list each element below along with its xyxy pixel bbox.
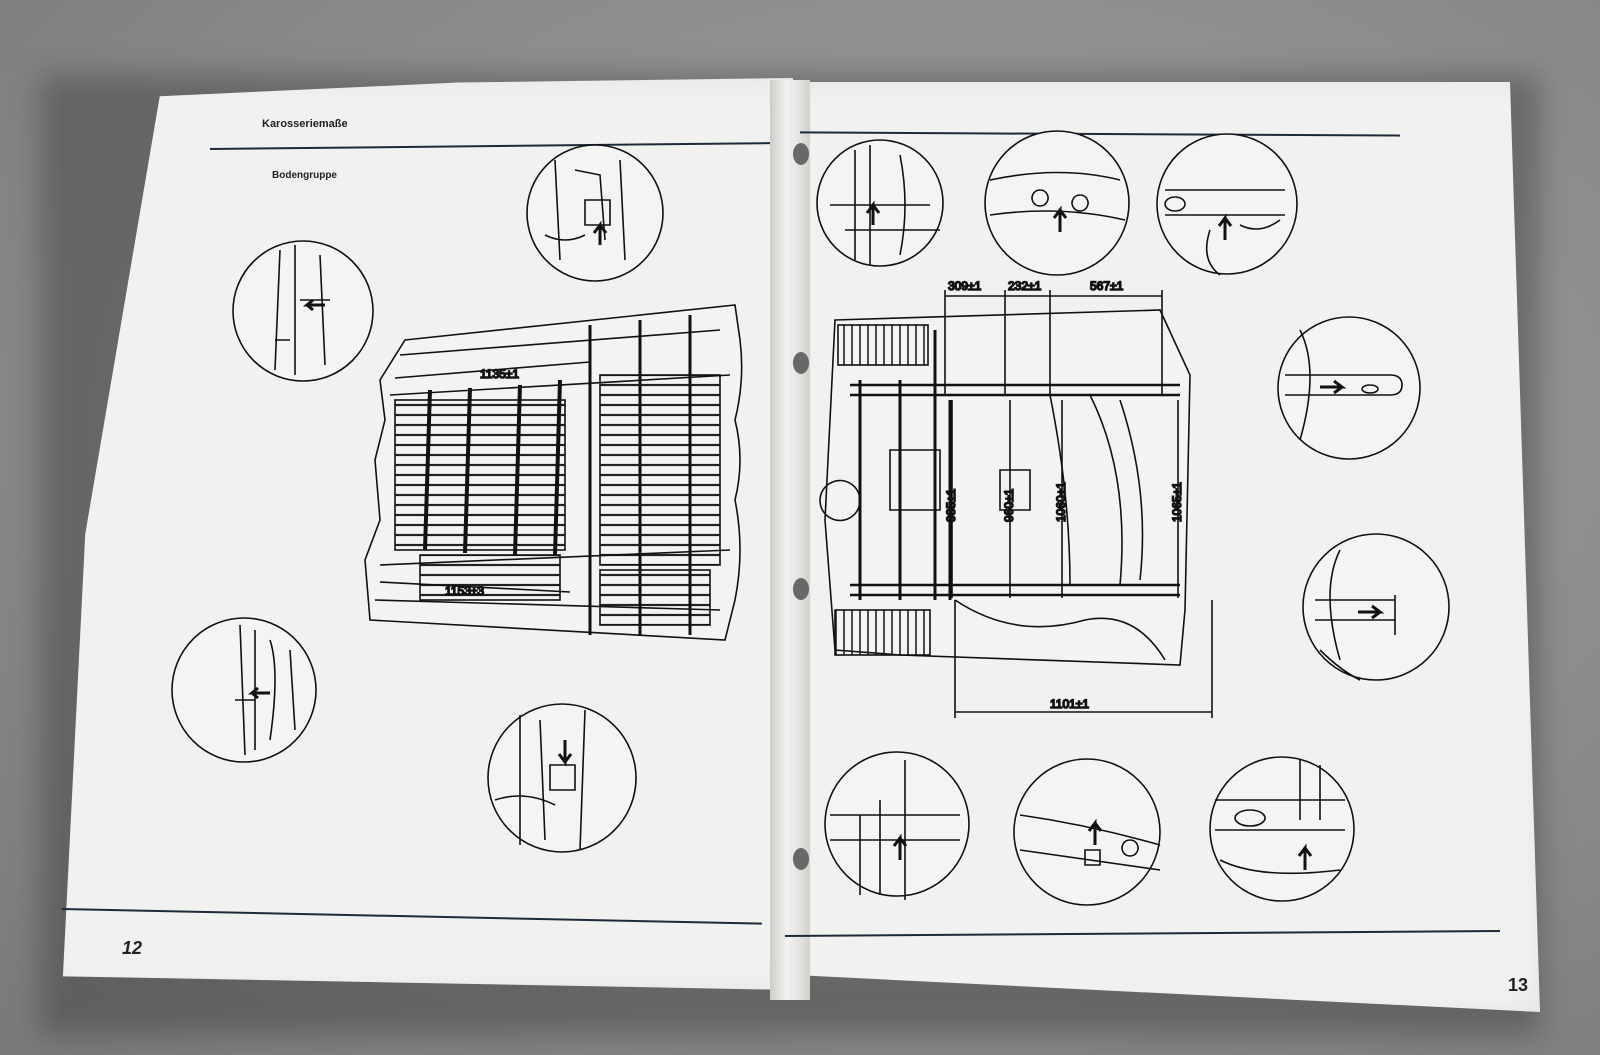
dimension-label: 960±1 (1002, 488, 1016, 522)
detail-circle (171, 617, 317, 763)
page-header-title: Karosseriemaße (262, 118, 348, 130)
dimension-label: 232±1 (1008, 279, 1042, 293)
detail-circle (487, 703, 637, 853)
binding-hole (793, 848, 809, 870)
detail-circle (1013, 758, 1161, 906)
detail-circle (1277, 316, 1421, 460)
dimension-label: 309±1 (948, 279, 982, 293)
detail-circle (984, 130, 1130, 276)
left-page-number: 12 (122, 938, 143, 958)
detail-circle (1302, 533, 1450, 681)
chassis-drawing: 309±1 232±1 567±1 935±1 960±1 1060±1 106… (819, 278, 1213, 718)
section-subheading: Bodengruppe (272, 170, 337, 181)
detail-circle (1209, 756, 1355, 902)
dimension-label: 935±1 (944, 488, 958, 522)
dimension-label: 1060±1 (1054, 482, 1068, 522)
detail-circle (824, 751, 970, 900)
dimension-label: 1101±1 (1050, 697, 1089, 711)
dimension-label: 1135±1 (480, 367, 519, 381)
dimension-label: 567±1 (1090, 279, 1124, 293)
binding-hole (793, 143, 809, 165)
detail-circle (526, 144, 664, 282)
right-page-number: 13 (1508, 975, 1529, 995)
floor-pan-drawing: 1135±1 1153±3 (364, 304, 743, 641)
book-gutter (770, 80, 810, 1000)
detail-circle (816, 139, 944, 267)
dimension-label: 1065±1 (1170, 482, 1184, 522)
dimension-label: 1153±3 (445, 584, 484, 598)
binding-hole (793, 578, 809, 600)
detail-circle (232, 240, 374, 382)
detail-circle (1156, 133, 1298, 276)
binding-hole (793, 352, 809, 374)
